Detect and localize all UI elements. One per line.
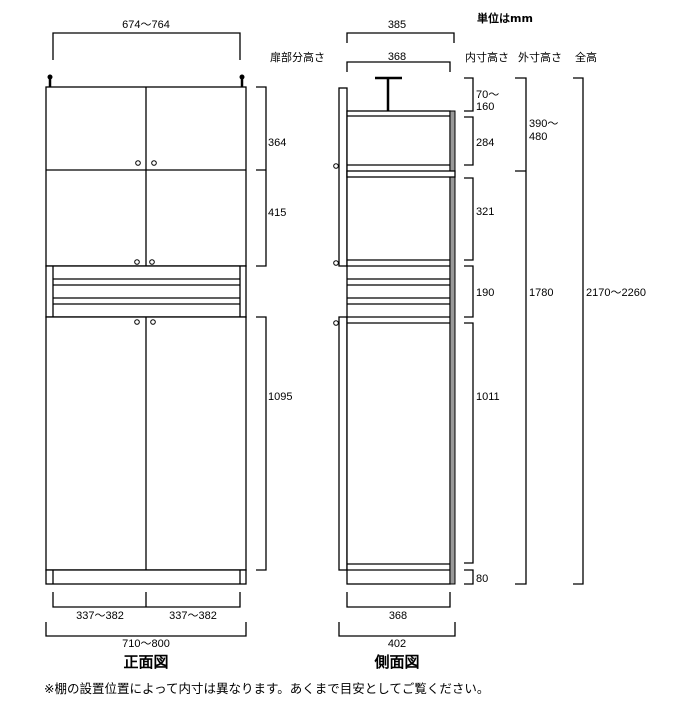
inner-height-header: 内寸高さ xyxy=(465,50,509,64)
total-width-label: 710～800 xyxy=(122,638,170,650)
inner-height-label: 80 xyxy=(476,573,488,585)
front-view-caption: 正面図 xyxy=(123,653,168,671)
total-width-bracket xyxy=(45,622,247,637)
outer-height-label: 1780 xyxy=(529,287,553,299)
front-view: 674～764 扉部分高 xyxy=(45,19,325,671)
door-height-label: 1095 xyxy=(268,391,292,403)
inner-height-label: 284 xyxy=(476,137,494,149)
door-knob-icon xyxy=(134,160,157,325)
outer-height-label: 480 xyxy=(529,131,547,143)
door-width-label: 337～382 xyxy=(169,610,217,622)
back-panel xyxy=(449,110,456,585)
top-depth-outer-label: 385 xyxy=(388,19,406,31)
top-depth-outer-bracket xyxy=(346,32,455,43)
door-height-brackets xyxy=(256,86,267,571)
outer-height-label: 390～ xyxy=(529,118,558,130)
total-height-header: 全高 xyxy=(575,50,597,64)
open-shelf-section xyxy=(45,265,247,318)
door-height-label: 364 xyxy=(268,137,286,149)
total-height-bracket xyxy=(573,77,584,585)
total-height-label: 2170～2260 xyxy=(586,287,646,299)
door-width-label: 337～382 xyxy=(76,610,124,622)
inner-height-brackets xyxy=(464,77,474,585)
bottom-depth-inner-label: 368 xyxy=(389,610,407,622)
cabinet-body-side xyxy=(346,110,451,585)
plinth xyxy=(45,569,247,585)
inner-height-label: 70～ xyxy=(476,89,499,101)
door-side xyxy=(338,316,348,571)
door-side xyxy=(338,87,348,267)
inner-height-label: 1011 xyxy=(476,391,500,403)
bottom-depth-outer-bracket xyxy=(338,622,456,637)
outer-height-header: 外寸高さ xyxy=(518,50,562,64)
unit-label: 単位はmm xyxy=(477,11,533,25)
door-width-bracket xyxy=(52,592,241,608)
disclaimer-note: ※棚の設置位置によって内寸は異なります。あくまで目安としてご覧ください。 xyxy=(44,681,489,696)
outer-height-brackets xyxy=(515,77,527,585)
door-height-header: 扉部分高さ xyxy=(270,50,325,64)
door-height-label: 415 xyxy=(268,207,286,219)
side-view-caption: 側面図 xyxy=(373,653,419,671)
bottom-depth-inner-bracket xyxy=(346,592,451,608)
ceiling-brace-icon xyxy=(375,76,402,111)
inner-height-label: 190 xyxy=(476,287,494,299)
ceiling-brace-icon xyxy=(47,74,245,87)
bottom-depth-outer-label: 402 xyxy=(388,638,406,650)
top-depth-inner-label: 368 xyxy=(388,51,406,63)
top-width-bracket xyxy=(52,32,241,60)
inner-height-label: 321 xyxy=(476,206,494,218)
top-width-label: 674～764 xyxy=(122,19,170,31)
inner-height-label: 160 xyxy=(476,101,494,113)
side-view: 単位はmm 385 368 xyxy=(333,11,646,671)
door-knob-icon xyxy=(333,163,339,326)
shelves xyxy=(346,115,456,571)
top-depth-inner-bracket xyxy=(346,61,451,72)
